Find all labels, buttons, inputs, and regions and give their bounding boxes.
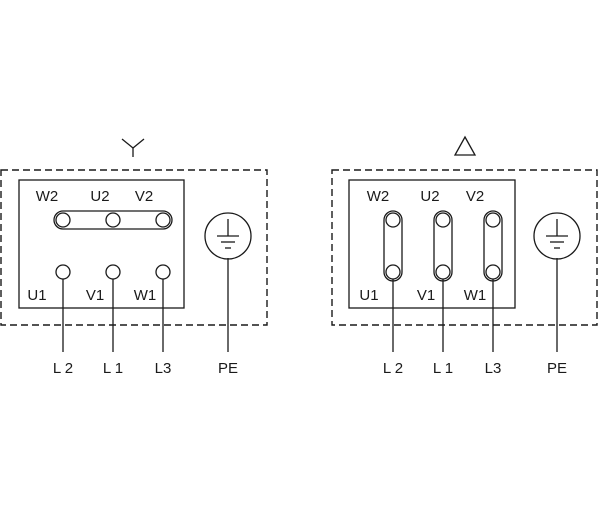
delta-terminal-label-v1: V1 [417, 287, 435, 304]
delta-enclosure [331, 169, 598, 326]
delta-terminal-label-w2: W2 [367, 188, 390, 205]
delta-terminal-w2 [385, 212, 401, 228]
star-connection-panel: W2 U2 V2 U1 V1 W1 L 2 L 1 L3 PE [0, 138, 268, 377]
star-supply-label-l2: L 2 [53, 360, 73, 377]
delta-earth-circle [533, 212, 581, 260]
delta-terminal-board [348, 179, 516, 309]
star-terminal-label-w2: W2 [36, 188, 59, 205]
delta-ground-icon [546, 219, 568, 249]
delta-terminal-v2 [485, 212, 501, 228]
star-terminal-label-u2: U2 [90, 188, 109, 205]
star-terminal-u2 [105, 212, 121, 228]
delta-terminal-u2 [435, 212, 451, 228]
delta-earth-label: PE [547, 360, 567, 377]
delta-supply-label-l1: L 1 [433, 360, 453, 377]
star-earth-label: PE [218, 360, 238, 377]
star-terminal-label-v2: V2 [135, 188, 153, 205]
delta-supply-label-l2: L 2 [383, 360, 403, 377]
star-supply-label-l1: L 1 [103, 360, 123, 377]
delta-symbol [453, 135, 477, 156]
star-terminal-board [18, 179, 185, 309]
delta-terminal-v1 [435, 264, 451, 280]
star-terminal-label-w1: W1 [134, 287, 157, 304]
delta-terminal-label-u2: U2 [420, 188, 439, 205]
star-earth-circle [204, 212, 252, 260]
delta-terminal-label-v2: V2 [466, 188, 484, 205]
delta-supply-label-l3: L3 [485, 360, 502, 377]
star-terminal-v2 [155, 212, 171, 228]
star-terminal-w1 [155, 264, 171, 280]
delta-terminal-w1 [485, 264, 501, 280]
star-terminal-w2 [55, 212, 71, 228]
delta-bridge-w [483, 210, 503, 282]
delta-connection-panel: W2 U2 V2 U1 V1 W1 L 2 L 1 L3 P [331, 135, 598, 377]
star-terminal-v1 [105, 264, 121, 280]
delta-bridge-u [383, 210, 403, 282]
star-ground-icon [217, 219, 239, 249]
star-terminal-u1 [55, 264, 71, 280]
star-terminal-label-v1: V1 [86, 287, 104, 304]
star-symbol [121, 138, 145, 157]
delta-terminal-label-u1: U1 [359, 287, 378, 304]
delta-terminal-label-w1: W1 [464, 287, 487, 304]
star-enclosure [0, 169, 268, 326]
delta-terminal-u1 [385, 264, 401, 280]
star-terminal-label-u1: U1 [27, 287, 46, 304]
star-supply-label-l3: L3 [155, 360, 172, 377]
star-bridge [53, 210, 173, 230]
delta-bridge-v [433, 210, 453, 282]
